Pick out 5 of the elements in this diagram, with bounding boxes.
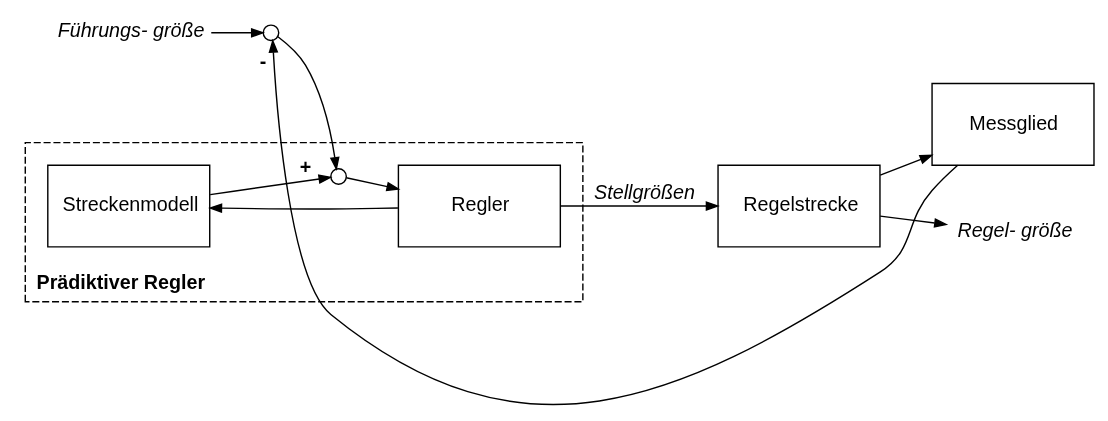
node-text: Regel- größe: [957, 218, 1073, 241]
edge-label: +: [299, 155, 312, 178]
node-text: Führungs- größe: [57, 18, 205, 41]
edge-label: Stellgrößen: [594, 180, 695, 203]
edge-label: -: [259, 49, 267, 72]
